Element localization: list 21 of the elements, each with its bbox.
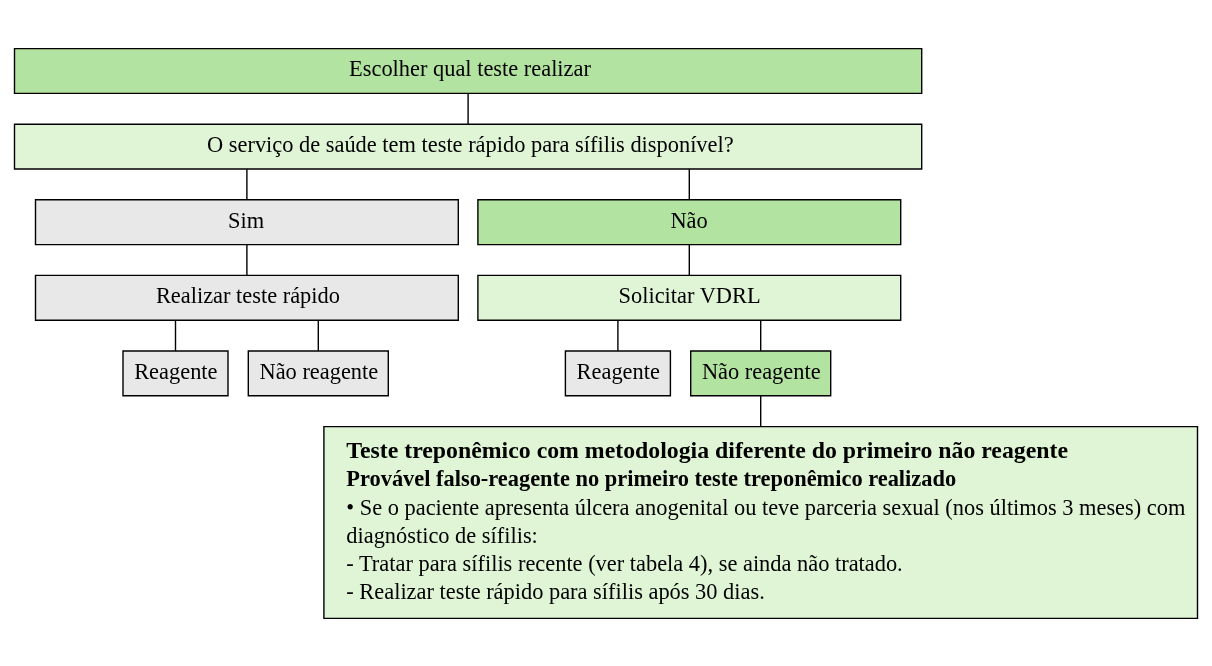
node-box: Realizar teste rápido: [34, 274, 459, 321]
node-box: Teste treponêmico com metodologia diferente do primeiro não reagente Provável falso-reagente no primeiro teste treponêmico realizado • Se o paciente apresenta úlcera anogenital ou teve parceria sexual (nos últimos 3 meses) com diagnóstico de sífilis: - Tratar para sífilis recente (ver tabela 4), se ainda não tratado. - Realizar teste rápido para sífilis após 30 dias.: [323, 425, 1199, 619]
connector: [688, 243, 690, 276]
connector: [467, 92, 469, 125]
connector: [317, 319, 319, 351]
connector: [246, 243, 248, 276]
node-box: Escolher qual teste realizar: [13, 47, 923, 94]
connector: [688, 168, 690, 200]
node-box: Não: [477, 198, 902, 245]
node-box: O serviço de saúde tem teste rápido para sífilis disponível?: [13, 123, 923, 170]
node-box: Sim: [34, 198, 459, 245]
node-box: Reagente: [564, 349, 672, 396]
node-box: Não reagente: [247, 349, 389, 396]
connector: [760, 319, 762, 351]
connector: [246, 168, 248, 200]
node-box: Solicitar VDRL: [477, 274, 902, 321]
connector: [760, 394, 762, 427]
connector: [617, 319, 619, 351]
node-box: Reagente: [122, 349, 229, 396]
connector: [174, 319, 177, 351]
node-box: Não reagente: [690, 349, 832, 396]
